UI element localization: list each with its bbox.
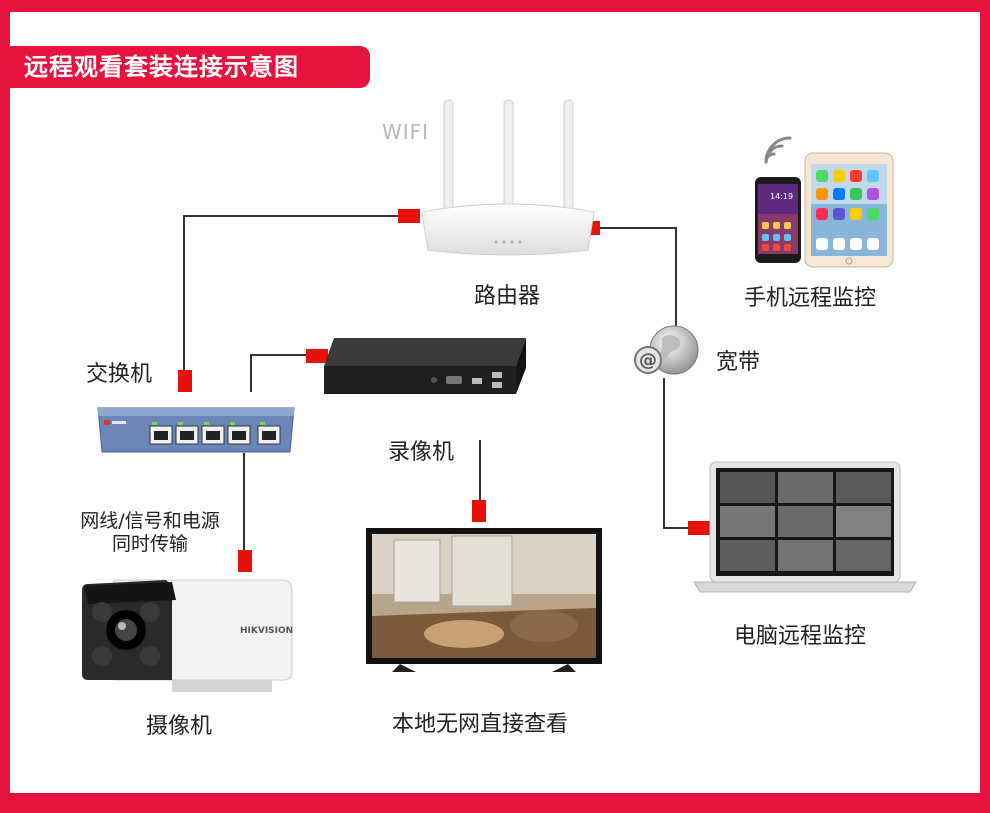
tv-monitor-icon <box>366 528 602 672</box>
connector-pc <box>688 521 710 535</box>
broadband-label: 宽带 <box>716 350 761 375</box>
cable-note: 网线/信号和电源 同时传输 <box>62 510 238 556</box>
bullet-camera-icon <box>82 579 293 692</box>
laptop-icon <box>693 461 917 593</box>
router-label: 路由器 <box>474 284 541 309</box>
connector-router-left <box>398 209 420 223</box>
connector-nvr-bottom <box>472 500 486 522</box>
camera-label: 摄像机 <box>146 714 213 739</box>
connector-nvr <box>306 349 328 363</box>
router-icon <box>421 99 595 256</box>
nvr-recorder-icon <box>324 338 526 394</box>
wire-router-broadband <box>598 227 677 330</box>
globe-internet-icon: @ <box>634 325 699 375</box>
connector-switch-top <box>178 370 192 392</box>
tablet-icon <box>804 152 894 268</box>
nvr-label: 录像机 <box>388 440 455 465</box>
diagram-title: 远程观看套装连接示意图 <box>10 46 370 88</box>
phone-time: 14:19 <box>770 192 794 201</box>
wire-switch-nvr <box>250 354 310 392</box>
connector-camera <box>238 550 252 572</box>
cable-note-line2: 同时传输 <box>111 533 188 555</box>
cable-note-line1: 网线/信号和电源 <box>80 510 220 532</box>
switch-label: 交换机 <box>86 362 153 387</box>
mobile-monitor-label: 手机远程监控 <box>744 286 877 311</box>
tv-local-view-label: 本地无网直接查看 <box>392 712 569 737</box>
signal-icon <box>764 136 792 164</box>
pc-monitor-label: 电脑远程监控 <box>734 624 867 649</box>
camera-brand: HIKVISION <box>240 626 294 636</box>
smartphone-icon <box>755 177 801 263</box>
wire-router-switch <box>183 215 400 372</box>
wifi-label: WIFI <box>382 120 430 144</box>
network-switch-icon <box>97 407 295 453</box>
svg-text:@: @ <box>639 350 657 371</box>
